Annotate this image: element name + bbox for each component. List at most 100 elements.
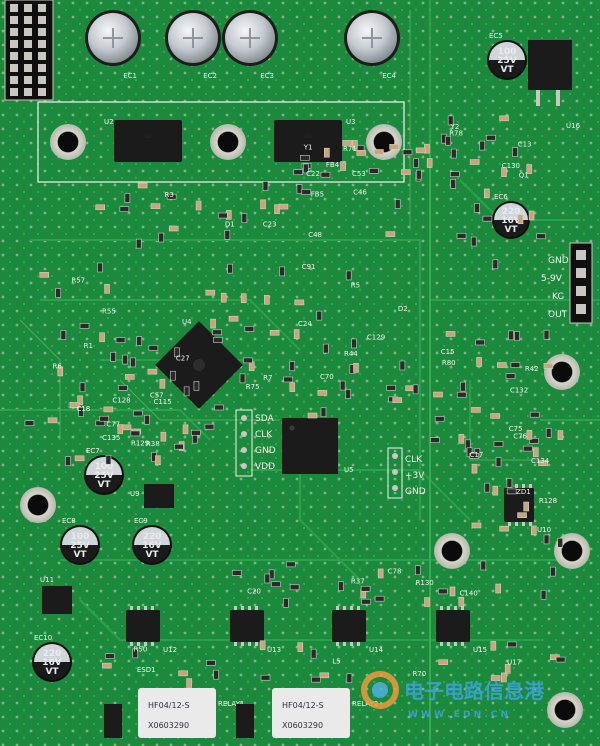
relay-2-code: X0603290 xyxy=(282,721,323,730)
smd-component xyxy=(166,193,177,200)
smd-component xyxy=(190,430,201,436)
ic-ref-label: U12 xyxy=(163,646,177,654)
smd-component xyxy=(278,203,289,210)
smd-component xyxy=(505,373,516,379)
smd-component xyxy=(74,455,85,462)
smd-component xyxy=(186,678,192,688)
ref-label: C57 xyxy=(150,392,164,400)
smd-component xyxy=(445,135,451,146)
smd-component xyxy=(294,299,305,306)
smd-component xyxy=(529,411,540,418)
capacitor-marking: VT xyxy=(97,480,111,490)
ref-label: R70 xyxy=(412,670,426,678)
capacitor-ref-label: EC2 xyxy=(203,72,217,80)
thin-trace-network xyxy=(19,0,540,746)
smd-component xyxy=(543,329,550,340)
header-pin xyxy=(24,16,32,24)
header-pin xyxy=(38,4,46,12)
smd-component xyxy=(512,147,518,157)
ref-label: C13 xyxy=(518,141,532,149)
capacitor-ref-label: EC10 xyxy=(34,634,52,642)
smd-component xyxy=(124,193,131,203)
smd-component xyxy=(479,140,486,151)
smd-component xyxy=(293,169,303,176)
capacitor-marking: 25V xyxy=(497,56,517,66)
ref-label: C134 xyxy=(531,457,550,465)
ref-label: C77 xyxy=(106,420,120,428)
ref-label: D1 xyxy=(225,221,235,229)
ic-ref-label: U14 xyxy=(369,646,384,654)
ref-label: C46 xyxy=(353,188,367,196)
smd-component xyxy=(507,641,517,648)
header-pin xyxy=(38,64,46,72)
gnd-label-right: GND xyxy=(405,487,426,497)
ref-label: R50 xyxy=(134,645,148,653)
ref-label: C18 xyxy=(76,405,90,413)
gnd-label-left: GND xyxy=(255,446,276,456)
ref-label: Q1 xyxy=(519,172,529,180)
ref-label: R1 xyxy=(84,342,93,350)
smd-component xyxy=(182,424,189,435)
smd-component xyxy=(79,382,86,393)
smd-component xyxy=(342,140,353,146)
ic-ref-label: U4 xyxy=(182,318,192,326)
relay-1: HF04/12-S X0603290 xyxy=(138,688,216,738)
smd-component xyxy=(170,370,176,381)
smd-component xyxy=(490,675,501,681)
smd-component xyxy=(293,329,300,339)
clk-header xyxy=(387,447,403,499)
smd-component xyxy=(212,329,222,336)
regulator-u9 xyxy=(144,484,174,508)
capacitor-marking: 100 xyxy=(71,532,90,542)
header-pin xyxy=(38,52,46,60)
smd-component xyxy=(492,485,499,496)
smd-component xyxy=(240,293,247,304)
header-pin xyxy=(24,88,32,96)
ref-label: C17 xyxy=(469,451,483,459)
ref-label: C75 xyxy=(509,425,523,433)
pin-header-top-left xyxy=(4,0,54,101)
mount-hole xyxy=(50,124,86,160)
capacitor-ec1: EC1 xyxy=(85,10,141,80)
sda-label: SDA xyxy=(255,414,274,424)
smd-component xyxy=(117,424,124,434)
ic-u5-qfp xyxy=(282,418,338,474)
smd-component xyxy=(356,150,367,156)
smd-component xyxy=(296,184,303,194)
capacitor-marking: 100 xyxy=(498,47,517,57)
ref-label: Y2 xyxy=(450,123,460,131)
smd-component xyxy=(102,662,112,669)
smd-component xyxy=(501,167,507,177)
regulator-ref-label: U9 xyxy=(130,490,140,498)
smd-component xyxy=(231,570,242,576)
smd-component xyxy=(369,168,379,174)
smd-component xyxy=(103,406,114,413)
smd-component xyxy=(499,115,509,122)
ic-u4-qfp xyxy=(155,321,243,409)
capacitor-ec4: EC4 xyxy=(344,10,400,80)
capacitor-marking: VT xyxy=(500,65,514,75)
smd-component xyxy=(361,598,371,605)
smd-component xyxy=(260,199,266,210)
ic-ref-label: U2 xyxy=(104,118,114,126)
relay-1-model: HF04/12-S xyxy=(148,701,190,710)
ic-u15: U15 xyxy=(436,606,487,654)
capacitor-ref-label: EC3 xyxy=(260,72,274,80)
smd-component xyxy=(168,225,179,232)
smd-component xyxy=(555,656,566,663)
capacitor-ref-label: EC8 xyxy=(62,517,76,525)
smd-component xyxy=(285,561,296,568)
smd-component xyxy=(241,213,248,223)
smd-component xyxy=(95,204,106,211)
smd-component xyxy=(69,402,80,408)
smd-component xyxy=(125,374,135,380)
ref-label: U17 xyxy=(507,658,521,666)
smd-component xyxy=(538,460,548,466)
smd-component xyxy=(227,263,233,274)
smd-component xyxy=(447,115,454,126)
smd-component xyxy=(434,416,445,422)
ref-label: Y1 xyxy=(303,144,313,152)
